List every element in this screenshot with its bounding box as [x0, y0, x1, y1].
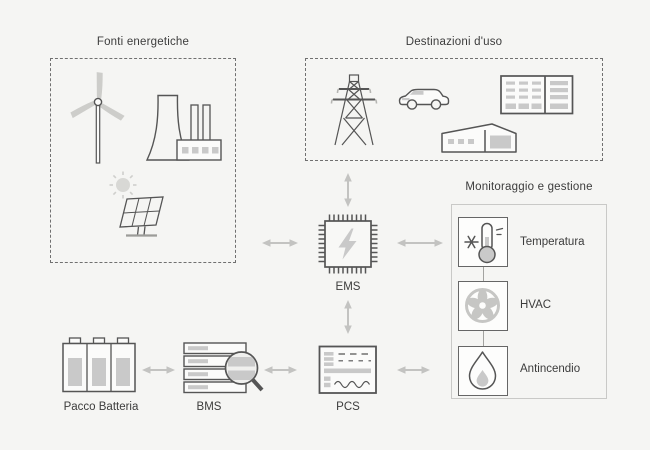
arrow-sources-ems	[262, 239, 298, 247]
arrow-bms-pcs	[264, 366, 297, 374]
transmission-tower-icon	[330, 74, 378, 146]
server-magnifier-icon	[183, 342, 264, 394]
droplet-icon	[468, 351, 497, 390]
ems-label: EMS	[335, 281, 361, 293]
battery-pack-icon	[62, 337, 136, 393]
sources-group-title: Fonti energetiche	[96, 36, 190, 48]
bms-label: BMS	[196, 401, 222, 413]
fire-protection-tile	[458, 346, 508, 396]
control-panel-icon	[500, 75, 574, 115]
wind-turbine-icon	[70, 72, 125, 164]
battery-label: Pacco Batteria	[63, 401, 139, 413]
sources-group-box	[50, 58, 236, 263]
sun-icon	[109, 171, 137, 199]
solar-panel-icon	[109, 171, 164, 237]
arrow-battery-bms	[142, 366, 175, 374]
arrow-ems-monitoring	[397, 239, 443, 247]
destinations-group-title: Destinazioni d'uso	[405, 36, 503, 48]
monitoring-group-box	[451, 204, 607, 399]
hvac-tile	[458, 281, 508, 331]
monitoring-group-title: Monitoraggio e gestione	[465, 181, 593, 193]
arrow-ems-pcs	[344, 300, 352, 334]
document-waveform-icon	[318, 345, 377, 394]
temperature-tile	[458, 217, 508, 267]
fire-protection-label: Antincendio	[520, 363, 581, 375]
pcs-label: PCS	[336, 401, 360, 413]
lightning-bolt-icon	[338, 228, 357, 260]
power-plant-icon	[145, 94, 222, 161]
chip-lightning-icon	[318, 214, 378, 274]
temperature-label: Temperatura	[520, 236, 585, 248]
thermometer-snowflake-icon	[464, 222, 504, 264]
monitoring-connector	[482, 267, 484, 281]
fan-icon	[465, 288, 500, 323]
car-icon	[398, 88, 450, 110]
arrow-destinations-ems	[344, 173, 352, 207]
destinations-group-box	[305, 58, 603, 161]
arrow-pcs-monitoring	[397, 366, 430, 374]
warehouse-icon	[441, 123, 517, 153]
monitoring-connector	[482, 331, 484, 346]
hvac-label: HVAC	[520, 299, 552, 311]
